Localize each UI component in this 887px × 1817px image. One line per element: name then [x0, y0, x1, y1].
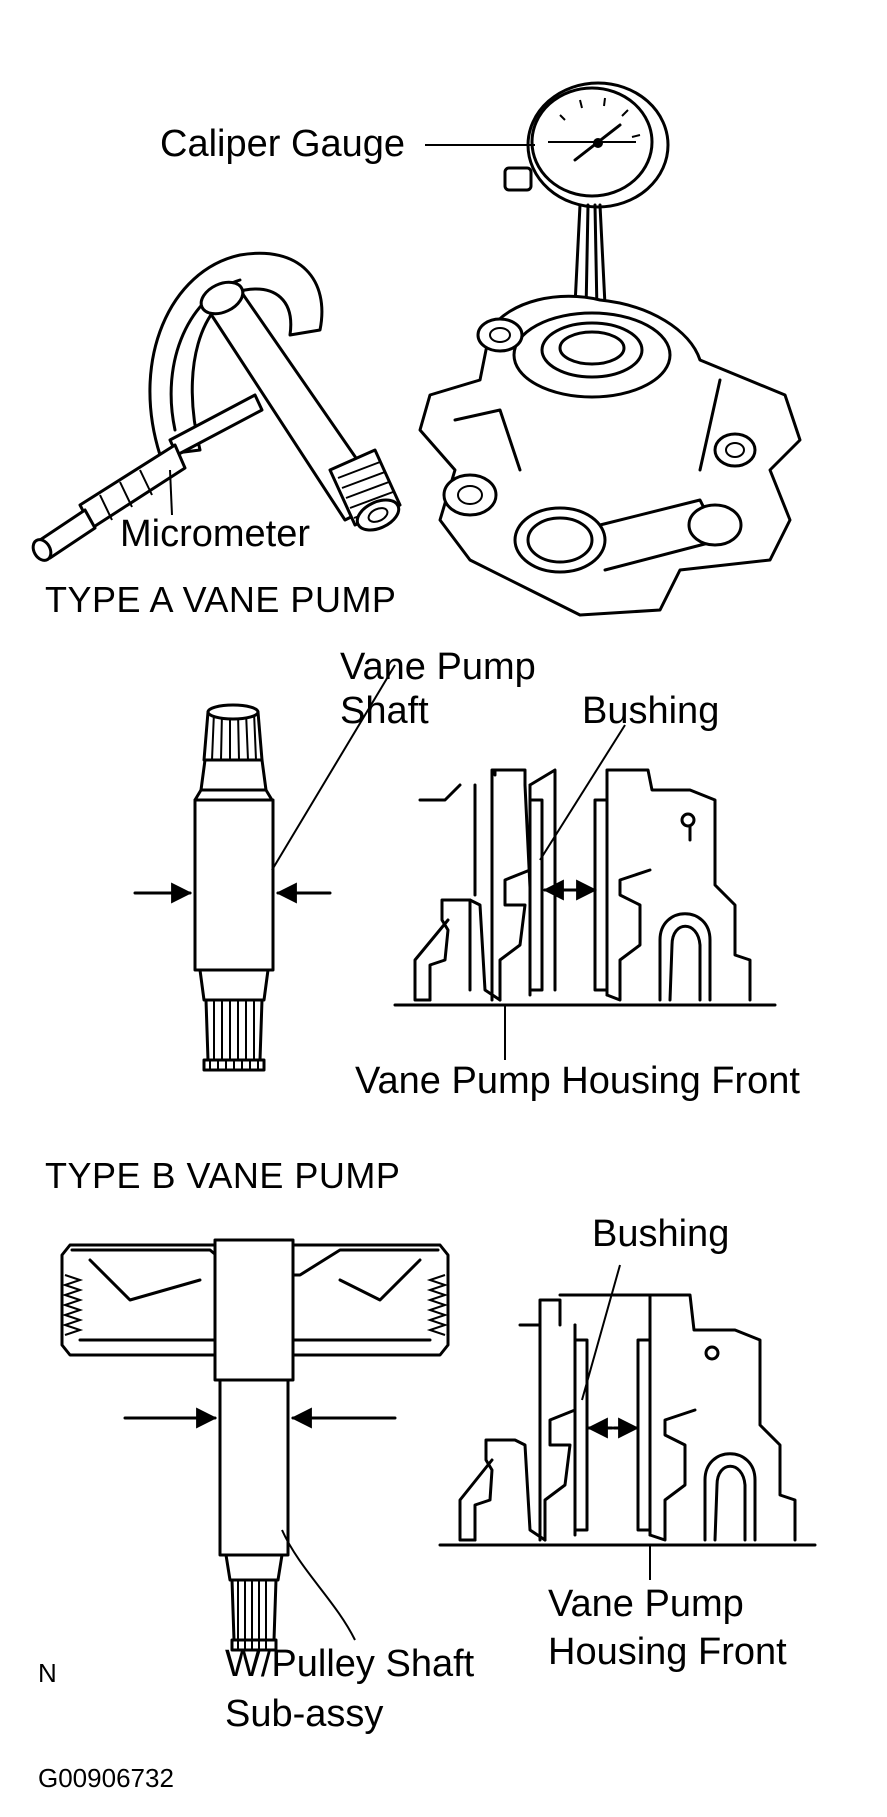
bushing-a-label: Bushing: [582, 690, 720, 732]
micrometer-label: Micrometer: [120, 513, 311, 555]
bushing-b-label: Bushing: [592, 1213, 730, 1255]
figure-id: G00906732: [38, 1763, 174, 1793]
type-b-pulley-illustration: [60, 1238, 450, 1652]
housing-front-b-label-line1: Vane Pump: [548, 1583, 744, 1625]
type-b-header: TYPE B VANE PUMP: [45, 1155, 401, 1196]
vane-pump-shaft-label-line1: Vane Pump: [340, 646, 536, 688]
vane-pump-shaft-label-line2: Shaft: [340, 690, 429, 732]
type-a-shaft-illustration: [193, 703, 275, 1072]
pulley-shaft-label-line1: W/Pulley Shaft: [225, 1643, 475, 1685]
type-b-housing-section: [438, 1293, 817, 1547]
micrometer-leader: [169, 469, 173, 516]
caliper-gauge-label: Caliper Gauge: [160, 123, 406, 165]
type-a-header: TYPE A VANE PUMP: [45, 579, 397, 620]
micrometer-illustration: [31, 251, 402, 562]
pulley-shaft-label-line2: Sub-assy: [225, 1693, 384, 1735]
type-a-housing-section: [393, 768, 777, 1007]
bushing-a-leader: [539, 724, 626, 861]
housing-front-b-label-line2: Housing Front: [548, 1631, 787, 1673]
bushing-b-leader: [581, 1264, 621, 1401]
housing-front-a-label: Vane Pump Housing Front: [355, 1060, 800, 1102]
pump-housing-iso-illustration: [418, 294, 802, 617]
shaft-leader: [271, 664, 396, 871]
corner-mark: N: [38, 1658, 57, 1688]
pulley-shaft-leader: [281, 1529, 356, 1641]
caliper-gauge-illustration: [503, 81, 670, 367]
